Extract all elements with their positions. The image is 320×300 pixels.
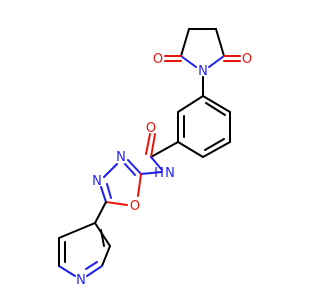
bond-benz-inner-b [204, 138, 225, 151]
bond-ring5-c1-c2 [180, 28, 190, 57]
bond-oxd-n3-n4 [103, 163, 118, 178]
bond-pyr-n-c6 [58, 265, 76, 277]
atom-n-pyridine: N [76, 273, 86, 288]
bond-oxd-n4-c5-inner [106, 183, 112, 199]
bond-pyr-inner-b [85, 261, 98, 270]
atom-o-amide: O [146, 121, 156, 136]
bond-ring5-c3-c4 [215, 28, 225, 57]
atom-h-amide: H [154, 166, 164, 181]
bond-oxd-c2-n3-inner [124, 163, 136, 176]
bond-oxd-c2-n3 [127, 159, 142, 175]
bond-benz-1-2 [202, 95, 231, 113]
bond-benz-6-1 [177, 95, 204, 113]
bond-ring5-c1-n [180, 55, 197, 68]
atom-n-oxadiazole-lower: N [92, 174, 102, 189]
atom-n-imide: N [198, 64, 208, 79]
atom-o-imide-left: O [153, 52, 163, 67]
bond-pyr-c5-c4 [58, 222, 96, 239]
bond-oxd-c5-o1 [105, 201, 128, 206]
bond-amide-cn [150, 156, 163, 171]
bond-n-oxadiazole [140, 171, 163, 175]
bond-amide-co-b [145, 133, 151, 155]
bond-oxd-o1-c2 [137, 173, 142, 197]
bond-oxadiazole-pyridine [94, 201, 107, 224]
molecule-diagram: O O N O H N N N O N [58, 28, 253, 288]
atom-n-amide: N [165, 166, 175, 181]
atom-n-oxadiazole-upper: N [116, 150, 126, 165]
bond-benz-3-4 [202, 141, 231, 158]
atom-o-oxadiazole: O [130, 199, 140, 214]
bond-benz-inner-a [205, 102, 226, 116]
structure-svg: O O N O H N N N O N [58, 28, 252, 288]
atom-o-imide-right: O [242, 52, 252, 67]
bond-oxd-n4-c5 [100, 186, 107, 203]
bond-pyr-c2-n [86, 265, 103, 277]
bond-pyr-c3-c2 [101, 245, 111, 267]
bond-pyr-inner-a [100, 229, 105, 247]
bond-benz-carbonyl [150, 141, 179, 158]
bond-amide-co-a [150, 133, 156, 158]
bond-benz-4-5 [177, 141, 204, 158]
bond-ring5-c4-n [208, 55, 225, 68]
